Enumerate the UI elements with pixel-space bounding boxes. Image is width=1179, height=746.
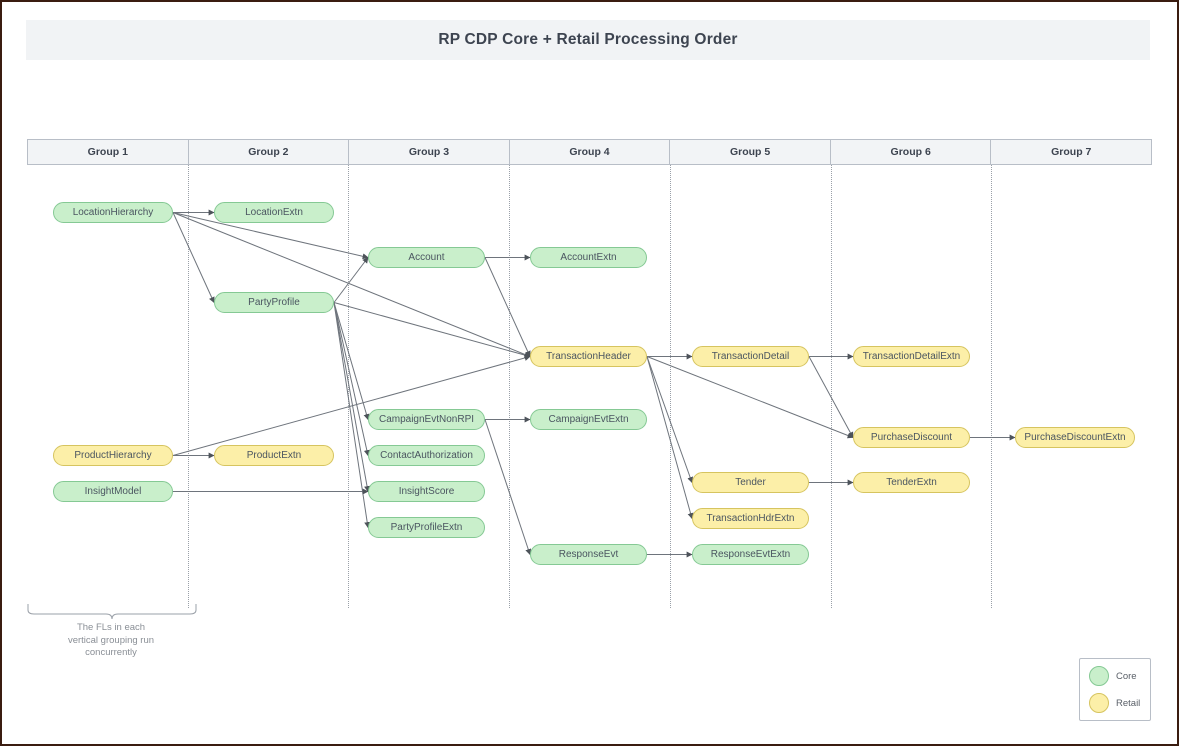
legend-swatch-core-icon [1089, 666, 1109, 686]
lane-header-4: Group 4 [508, 139, 670, 165]
node-LocationHierarchy[interactable]: LocationHierarchy [53, 202, 173, 223]
lane-separator-5 [830, 165, 832, 608]
lane-separator-6 [991, 165, 993, 608]
diagram-title-bar: RP CDP Core + Retail Processing Order [26, 20, 1150, 60]
grouping-note: The FLs in each vertical grouping run co… [26, 622, 196, 660]
legend-item-retail: Retail [1089, 693, 1150, 713]
node-TransactionDetailExtn[interactable]: TransactionDetailExtn [853, 346, 970, 367]
node-LocationExtn[interactable]: LocationExtn [214, 202, 334, 223]
lane-header-2: Group 2 [187, 139, 349, 165]
node-TransactionHdrExtn[interactable]: TransactionHdrExtn [692, 508, 809, 529]
legend-swatch-retail-icon [1089, 693, 1109, 713]
node-PurchaseDiscount[interactable]: PurchaseDiscount [853, 427, 970, 448]
lane-separator-1 [187, 165, 189, 608]
grouping-note-line-3: concurrently [85, 647, 137, 658]
edge-PartyProfile-to-CampaignEvtNonRPI [333, 302, 370, 421]
node-Account[interactable]: Account [368, 247, 485, 268]
edge-PartyProfile-to-Account [333, 257, 369, 303]
edge-LocationHierarchy-to-PartyProfile [172, 212, 215, 304]
node-ResponseEvtExtn[interactable]: ResponseEvtExtn [692, 544, 809, 565]
node-CampaignEvtExtn[interactable]: CampaignEvtExtn [530, 409, 647, 430]
node-TenderExtn[interactable]: TenderExtn [853, 472, 970, 493]
lane-header-5: Group 5 [669, 139, 830, 165]
lane-separator-3 [509, 165, 511, 608]
lane-separator-2 [348, 165, 350, 608]
grouping-note-line-1: The FLs in each [76, 622, 146, 633]
node-TransactionDetail[interactable]: TransactionDetail [692, 346, 809, 367]
node-ResponseEvt[interactable]: ResponseEvt [530, 544, 647, 565]
node-ProductHierarchy[interactable]: ProductHierarchy [53, 445, 173, 466]
edge-LocationHierarchy-to-TransactionHeader [172, 212, 531, 358]
grouping-brace [27, 604, 197, 620]
edge-CampaignEvtNonRPI-to-ResponseEvt [484, 419, 532, 556]
lane-header-3: Group 3 [348, 139, 509, 165]
edge-PartyProfile-to-InsightScore [333, 302, 370, 493]
grouping-note-line-2: vertical grouping run [67, 634, 155, 646]
lane-header-6: Group 6 [829, 139, 991, 165]
lane-separator-4 [669, 165, 671, 608]
edge-PartyProfile-to-ContactAuthorization [333, 302, 370, 457]
node-AccountExtn[interactable]: AccountExtn [530, 247, 647, 268]
edge-PartyProfile-to-TransactionHeader [333, 302, 531, 358]
node-PartyProfile[interactable]: PartyProfile [214, 292, 334, 313]
edge-Account-to-TransactionHeader [484, 257, 531, 358]
edge-PartyProfile-to-PartyProfileExtn [333, 302, 371, 529]
node-CampaignEvtNonRPI[interactable]: CampaignEvtNonRPI [368, 409, 485, 430]
edge-ProductHierarchy-to-TransactionHeader [172, 355, 531, 456]
lane-header-1: Group 1 [27, 139, 188, 165]
node-InsightScore[interactable]: InsightScore [368, 481, 485, 502]
page-title: RP CDP Core + Retail Processing Order [438, 31, 738, 48]
edge-TransactionHeader-to-PurchaseDiscount [646, 356, 854, 439]
node-InsightModel[interactable]: InsightModel [53, 481, 173, 502]
node-PartyProfileExtn[interactable]: PartyProfileExtn [368, 517, 485, 538]
legend-label: Core [1116, 670, 1137, 682]
node-ContactAuthorization[interactable]: ContactAuthorization [368, 445, 485, 466]
node-Tender[interactable]: Tender [692, 472, 809, 493]
legend-label: Retail [1116, 697, 1141, 709]
node-PurchaseDiscountExtn[interactable]: PurchaseDiscountExtn [1015, 427, 1135, 448]
node-ProductExtn[interactable]: ProductExtn [214, 445, 334, 466]
node-TransactionHeader[interactable]: TransactionHeader [530, 346, 647, 367]
lane-header-7: Group 7 [990, 139, 1153, 165]
legend-item-core: Core [1089, 666, 1150, 686]
